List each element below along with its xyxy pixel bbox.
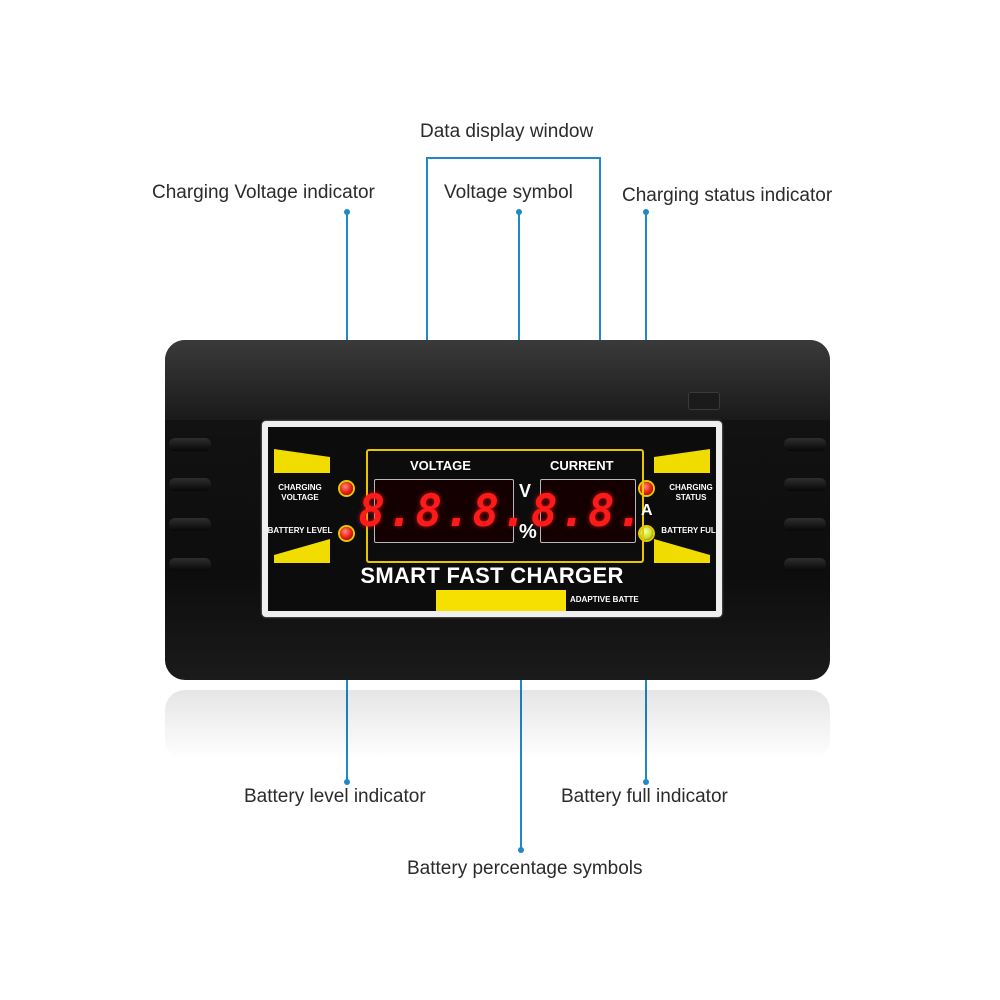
dot-battery-full-bottom [643, 779, 649, 785]
current-readout: 8.8. [531, 479, 643, 543]
ampere-symbol: A [641, 502, 653, 519]
dot-charging-status-top [643, 209, 649, 215]
left-fin [169, 438, 211, 451]
dot-voltage-symbol-top [516, 209, 522, 215]
device-reflection [165, 690, 830, 760]
right-fin [784, 558, 826, 571]
voltage-title: VOLTAGE [410, 458, 471, 473]
voltage-readout: 8.8.8. [359, 479, 527, 543]
right-fin [784, 438, 826, 451]
left-fin [169, 558, 211, 571]
left-fin [169, 478, 211, 491]
charging-status-label: CHARGING STATUS [656, 483, 716, 503]
yellow-bar [436, 590, 566, 611]
dot-battery-level-bottom [344, 779, 350, 785]
percentage-symbol: % [519, 521, 537, 543]
left-fin [169, 518, 211, 531]
battery-level-label: BATTERY LEVEL [268, 526, 335, 536]
voltage-symbol: V [519, 481, 532, 501]
data-display-window: VOLTAGE CURRENT 8.8.8. V % 8.8. [359, 449, 644, 563]
yellow-stripes [274, 449, 710, 563]
front-panel: CHARGING VOLTAGE BATTERY LEVEL CHARGING … [262, 421, 722, 617]
charging-voltage-led [340, 482, 353, 495]
label-data-display-window: Data display window [420, 121, 594, 142]
label-voltage-symbol: Voltage symbol [444, 182, 573, 203]
adaptive-text: ADAPTIVE BATTE [570, 595, 639, 604]
label-battery-level-indicator: Battery level indicator [244, 786, 426, 807]
right-fin [784, 518, 826, 531]
power-switch [688, 392, 720, 410]
current-title: CURRENT [550, 458, 614, 473]
dot-charging-voltage-top [344, 209, 350, 215]
right-fin [784, 478, 826, 491]
charger-top-surface [165, 340, 830, 420]
battery-level-led [340, 527, 353, 540]
battery-full-label: BATTERY FULL [656, 526, 716, 536]
label-charging-status-indicator: Charging status indicator [622, 185, 833, 206]
charging-voltage-label: CHARGING VOLTAGE [268, 483, 335, 503]
front-panel-face: CHARGING VOLTAGE BATTERY LEVEL CHARGING … [268, 427, 716, 611]
label-battery-percentage-symbols: Battery percentage symbols [407, 858, 643, 879]
brand-title: SMART FAST CHARGER [360, 563, 624, 588]
label-battery-full-indicator: Battery full indicator [561, 786, 728, 807]
dot-battery-percentage-bottom [518, 847, 524, 853]
label-charging-voltage-indicator: Charging Voltage indicator [152, 182, 375, 203]
